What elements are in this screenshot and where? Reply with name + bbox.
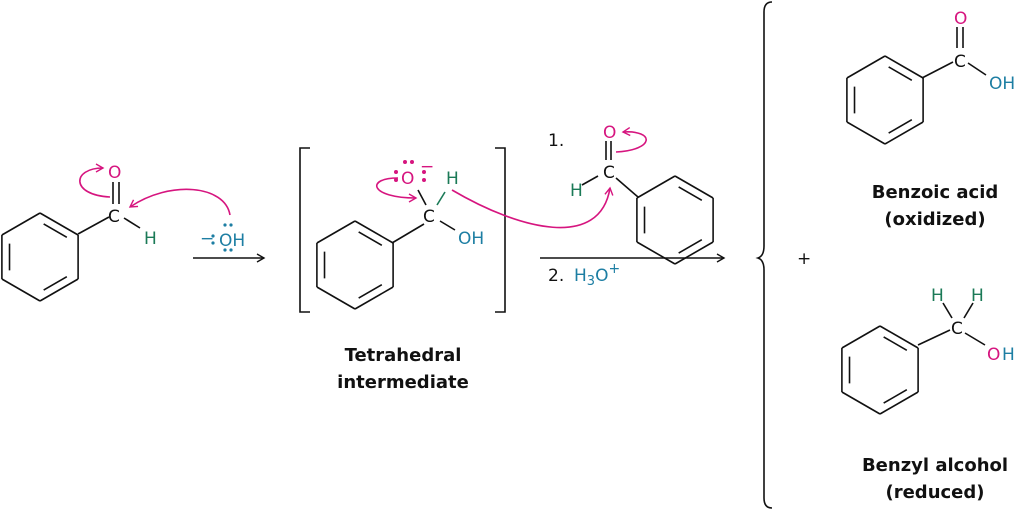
atom-oxygen: O [954,9,967,29]
hydroxyl-group: OH [458,229,484,249]
atom-carbon: C [954,52,966,72]
step1-number: 1. [548,131,564,151]
atom-carbon: C [423,207,435,227]
atom-hydrogen: H [570,181,583,201]
right-bracket [495,147,506,313]
left-bracket [299,147,310,313]
atom-carbon: C [951,319,963,339]
atom-hydrogen: H [446,169,459,189]
oxidized-label: (oxidized) [884,209,985,230]
atom-hydrogen-1: H [931,286,944,306]
atom-hydrogen: H [144,229,157,249]
atom-oxygen: O [401,169,414,189]
hydroxide-label: OH [219,231,245,251]
curved-arrow-oh-attack [128,188,231,216]
atom-oxygen: O [987,345,1000,365]
atom-carbon: C [108,207,120,227]
tetrahedral-intermediate: O − C H OH Tetrahedral intermediate [299,147,614,393]
benzene-ring-step1 [636,175,714,265]
atom-carbon: C [603,163,615,183]
curved-arrow-reform-carbonyl [376,177,418,203]
intermediate-label-line1: Tetrahedral [345,345,462,366]
hydroxide-reagent: − OH [200,223,245,252]
atom-oxygen: O [603,123,616,143]
atom-oxygen: O [108,163,121,183]
benzene-ring-reactant [1,212,79,302]
curved-arrow-c-o-step1 [615,126,647,153]
step1-benzaldehyde: 1. O C H [548,123,647,201]
benzaldehyde: O C H [77,163,231,249]
benzyl-alcohol: H H C O H Benzyl alcohol (reduced) [862,286,1015,503]
reduced-label: (reduced) [886,482,985,503]
benzene-ring-benzoic-acid [846,55,924,145]
curved-arrow-hydride-transfer [451,186,614,229]
step2-number: 2. [548,266,564,286]
benzene-rings [1,55,924,415]
curved-arrow-c-o [79,163,111,198]
charge-minus: − [420,157,434,177]
plus-sign: + [797,249,811,269]
benzyl-alcohol-label: Benzyl alcohol [862,455,1008,476]
products-brace [755,1,773,509]
intermediate-label-line2: intermediate [337,372,469,393]
benzoic-acid: O C OH Benzoic acid (oxidized) [872,9,1015,230]
hydronium: H3O+ [574,261,620,289]
benzene-ring-intermediate [316,220,394,310]
atom-hydrogen-oh: H [1002,345,1015,365]
benzene-ring-benzyl-alcohol [841,325,919,415]
charge-minus: − [200,229,214,249]
hydroxyl-group: OH [989,74,1015,94]
atom-hydrogen-2: H [971,286,984,306]
benzoic-acid-label: Benzoic acid [872,182,999,203]
